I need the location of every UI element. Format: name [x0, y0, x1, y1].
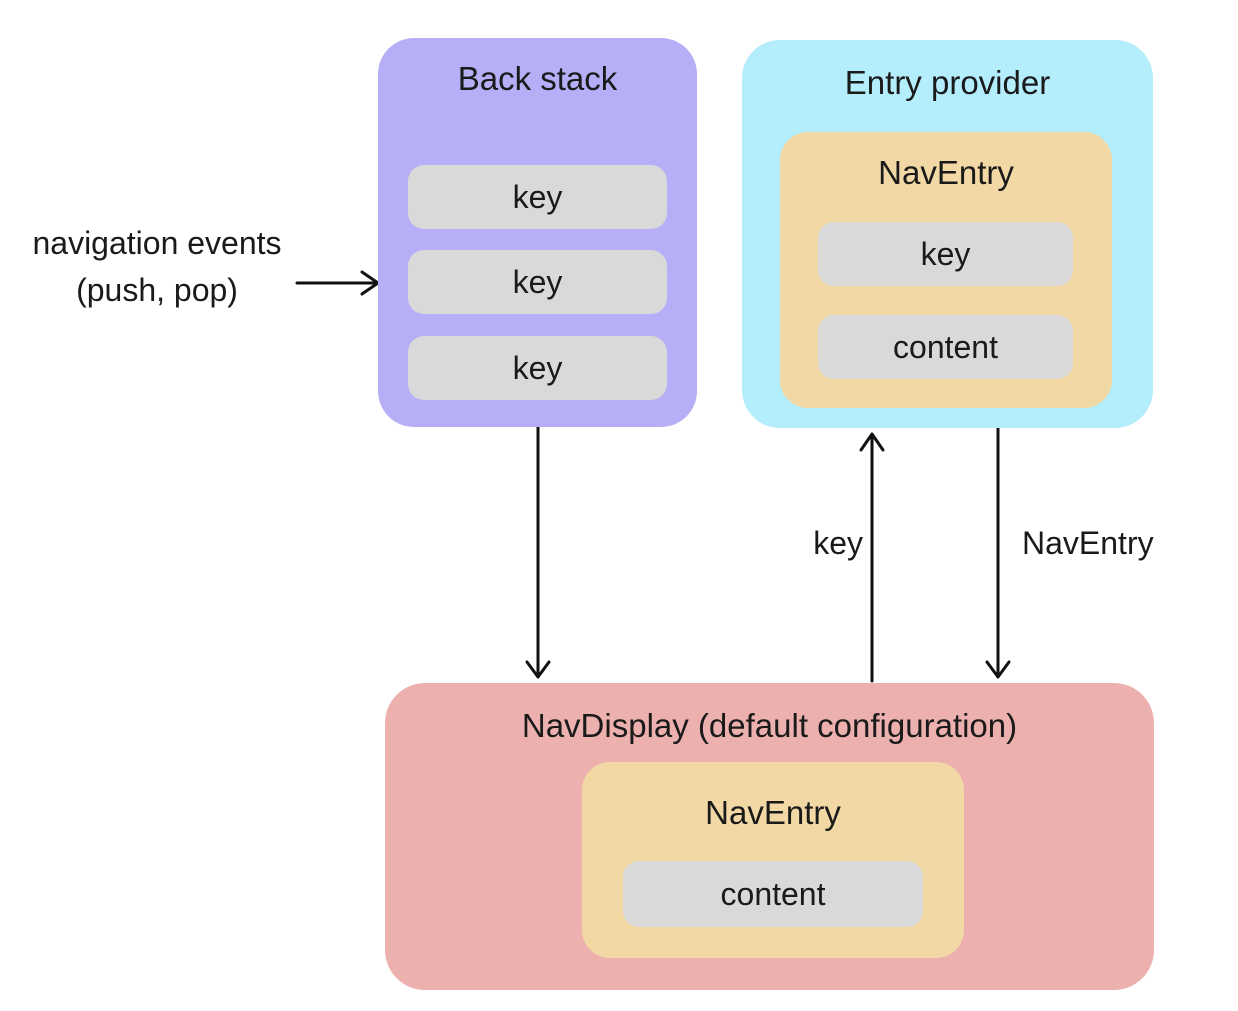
back-stack-box: Back stack key key key [378, 38, 697, 427]
nav-display-box: NavDisplay (default configuration) NavEn… [385, 683, 1154, 990]
entry-provider-box: Entry provider NavEntry key content [742, 40, 1153, 428]
back-stack-key-chip: key [408, 250, 667, 314]
entry-provider-nav-entry-box: NavEntry key content [780, 132, 1112, 408]
nav-entry-content-chip: content [818, 315, 1073, 379]
back-stack-key-chip: key [408, 165, 667, 229]
nav-display-nav-entry-box: NavEntry content [582, 762, 964, 958]
naventry-arrow [985, 426, 1011, 679]
navigation-events-line1: navigation events [32, 225, 282, 261]
nav-entry-arrow-label: NavEntry [1022, 525, 1154, 561]
nav-display-title: NavDisplay (default configuration) [521, 707, 1018, 744]
key-arrow-label: key [813, 525, 863, 561]
nav-entry-title: NavEntry [878, 154, 1014, 191]
nav-entry-title: NavEntry [705, 794, 841, 831]
navigation-events-label: navigation events (push, pop) [0, 220, 314, 314]
navigation-events-line2: (push, pop) [76, 272, 238, 308]
backstack-to-navdisplay-arrow [525, 425, 551, 679]
back-stack-title: Back stack [457, 60, 618, 97]
key-arrow [859, 432, 885, 683]
nav-entry-key-chip: key [818, 222, 1073, 286]
nav-entry-content-chip: content [623, 861, 923, 927]
back-stack-key-chip: key [408, 336, 667, 400]
entry-provider-title: Entry provider [844, 64, 1051, 101]
